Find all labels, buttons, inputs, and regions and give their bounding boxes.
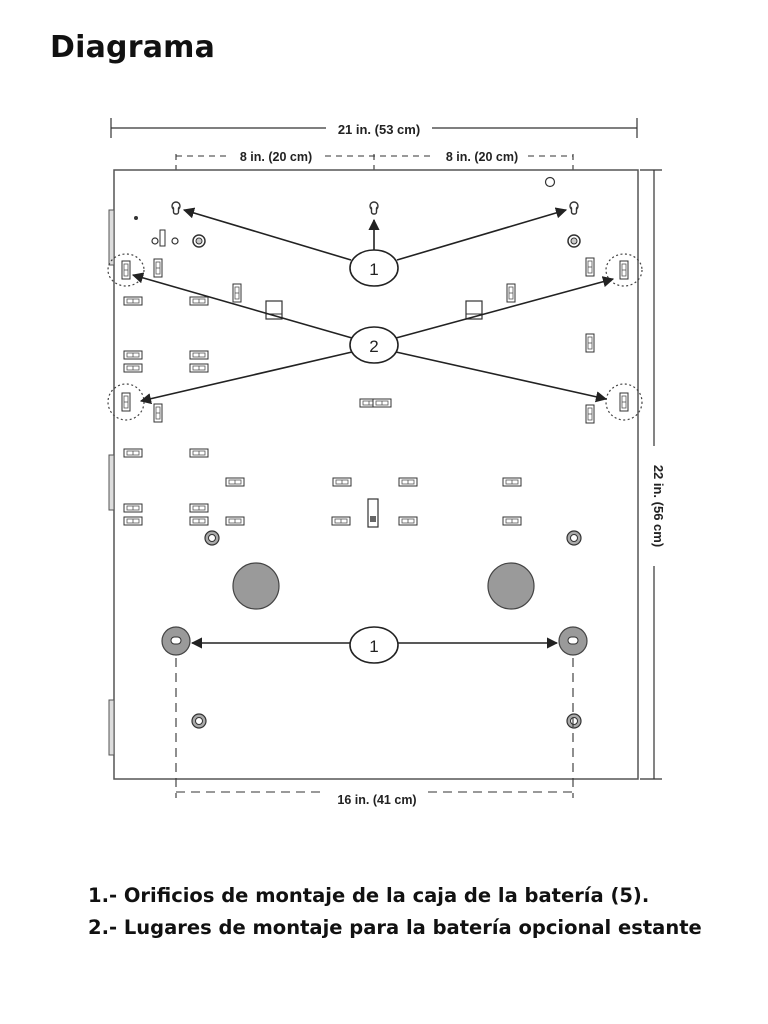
right-spacing-label: 8 in. (20 cm) bbox=[446, 150, 518, 164]
knockout-right bbox=[487, 562, 535, 610]
overall-width-label: 21 in. (53 cm) bbox=[338, 122, 420, 137]
bottom-mount-hole-left bbox=[161, 626, 191, 656]
legend: 1.- Orificios de montaje de la caja de l… bbox=[88, 880, 702, 944]
bottom-spacing-dimension: 16 in. (41 cm) bbox=[175, 658, 574, 807]
bottom-mount-hole-right bbox=[558, 626, 588, 656]
keyhole-mount-left bbox=[171, 201, 181, 215]
left-hinge bbox=[108, 699, 115, 756]
ring-hole bbox=[191, 713, 207, 729]
top-spacing-dimension: 8 in. (20 cm) 8 in. (20 cm) bbox=[175, 150, 574, 200]
svg-text:1: 1 bbox=[369, 637, 378, 656]
svg-text:1: 1 bbox=[369, 260, 378, 279]
knockout-left bbox=[232, 562, 280, 610]
keyhole-mount-right bbox=[569, 201, 579, 215]
svg-text:2: 2 bbox=[369, 337, 378, 356]
ring-hole bbox=[566, 713, 582, 729]
height-label: 22 in. (56 cm) bbox=[651, 465, 666, 547]
bottom-spacing-label: 16 in. (41 cm) bbox=[337, 793, 416, 807]
ring-hole bbox=[204, 530, 220, 546]
callout-1-top: 1 bbox=[182, 207, 568, 287]
page-title: Diagrama bbox=[50, 30, 216, 65]
overall-width-dimension: 21 in. (53 cm) bbox=[110, 118, 638, 138]
height-dimension: 22 in. (56 cm) bbox=[640, 169, 666, 780]
left-hinge bbox=[108, 454, 115, 511]
keyhole-mount-center bbox=[369, 201, 379, 215]
ring-hole bbox=[566, 530, 582, 546]
legend-item-1: 1.- Orificios de montaje de la caja de l… bbox=[88, 884, 650, 907]
callout-1-bottom: 1 bbox=[190, 626, 559, 664]
legend-item-2: 2.- Lugares de montaje para la batería o… bbox=[88, 916, 702, 939]
callout-2-shelf: 2 bbox=[131, 272, 615, 405]
left-spacing-label: 8 in. (20 cm) bbox=[240, 150, 312, 164]
left-hinge bbox=[108, 209, 115, 266]
